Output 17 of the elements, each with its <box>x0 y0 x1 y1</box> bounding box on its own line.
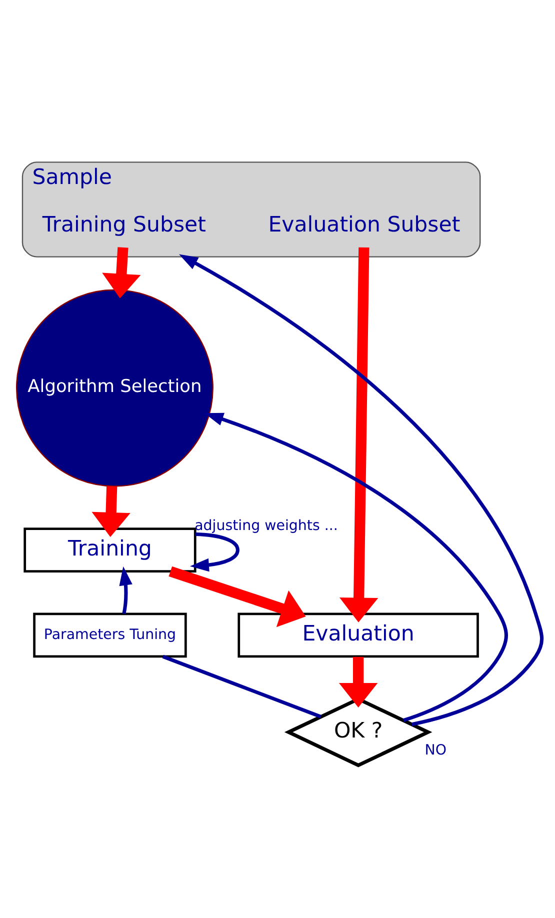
node-box: Parameters Tuning <box>33 612 187 658</box>
arrow <box>340 247 378 622</box>
arrow <box>168 566 306 628</box>
node-text: Evaluation Subset <box>268 212 460 238</box>
arrow <box>92 486 130 538</box>
node-text: Training Subset <box>42 212 206 238</box>
node-circle: Algorithm Selection <box>16 289 214 487</box>
node-box: Training <box>24 528 196 573</box>
arrow <box>119 566 132 614</box>
node-box: Evaluation <box>238 612 479 658</box>
arrow <box>178 254 544 726</box>
arrow <box>204 412 508 722</box>
arrow <box>338 656 378 708</box>
arrow <box>190 532 240 572</box>
edge-label: adjusting weights ... <box>194 518 338 534</box>
arrow <box>102 247 141 298</box>
connector <box>162 654 322 718</box>
